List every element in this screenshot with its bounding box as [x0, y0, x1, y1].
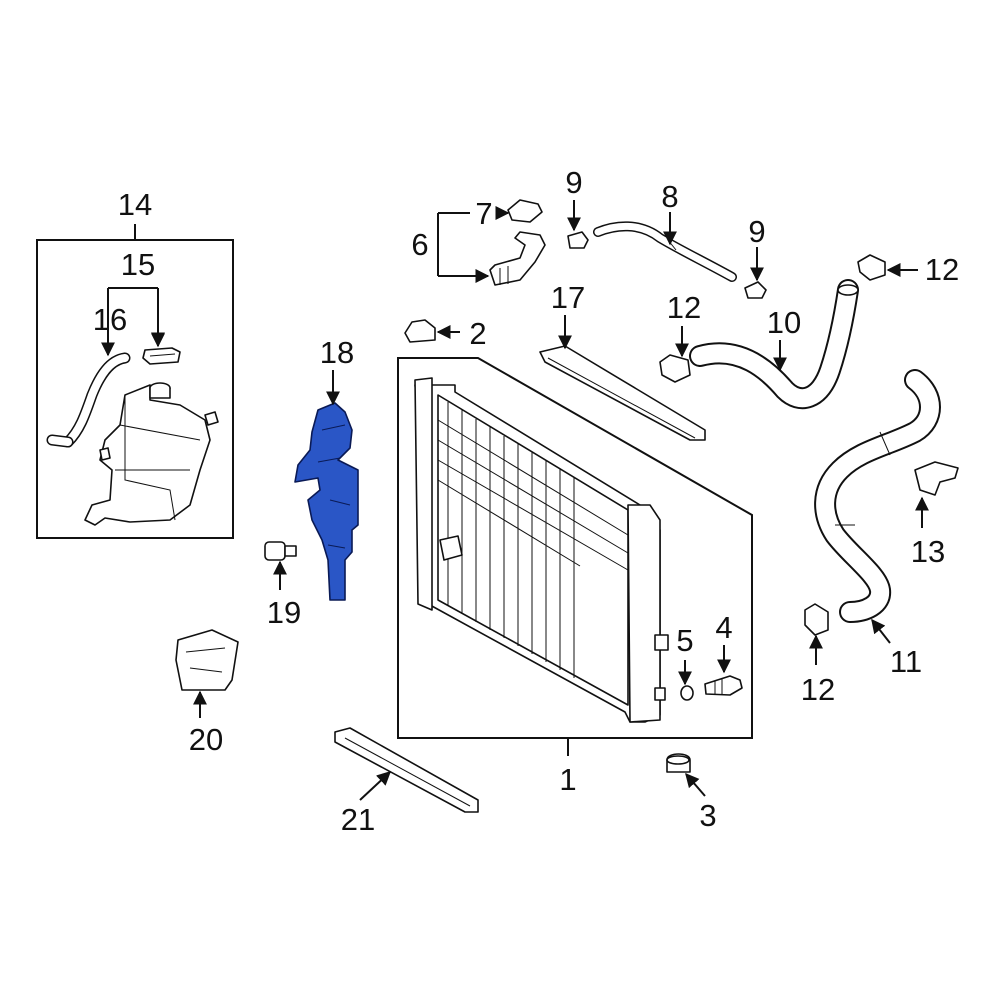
- callout-2: 2: [469, 316, 486, 351]
- radiator-cap[interactable]: [507, 199, 543, 223]
- callout-14: 14: [118, 187, 152, 222]
- hose-clamp-12-top[interactable]: [857, 254, 886, 281]
- drain-cock[interactable]: [704, 675, 743, 696]
- callout-17: 17: [551, 280, 585, 315]
- filler-neck[interactable]: [489, 231, 546, 286]
- callout-1: 1: [559, 762, 576, 797]
- hose-clamp-upper[interactable]: [567, 231, 589, 249]
- callout-7: 7: [475, 196, 492, 231]
- callout-9-top: 9: [565, 165, 582, 200]
- reservoir-tank[interactable]: [84, 382, 219, 526]
- o-ring[interactable]: [680, 685, 694, 701]
- reservoir-hose[interactable]: [46, 352, 131, 448]
- callout-19: 19: [267, 595, 301, 630]
- callout-12-bottom: 12: [801, 672, 835, 707]
- radiator-fins: [437, 402, 629, 678]
- callout-12-mid: 12: [667, 290, 701, 325]
- leader-lines: [101, 200, 929, 801]
- callout-10: 10: [767, 305, 801, 340]
- callout-3: 3: [699, 798, 716, 833]
- callout-15: 15: [121, 247, 155, 282]
- callout-20: 20: [189, 722, 223, 757]
- callout-4: 4: [715, 610, 732, 645]
- hose-clamp-12-mid[interactable]: [659, 354, 691, 383]
- radiator-group-box: [397, 357, 753, 739]
- hose-bracket[interactable]: [914, 461, 959, 496]
- callout-12-top: 12: [925, 252, 959, 287]
- side-deflector[interactable]: [175, 629, 239, 691]
- bypass-hose[interactable]: [593, 221, 737, 282]
- upper-radiator-hose[interactable]: [689, 279, 859, 410]
- callout-6: 6: [411, 227, 428, 262]
- callout-9-right: 9: [748, 214, 765, 249]
- radiator[interactable]: [414, 377, 669, 723]
- hose-clamp-12-bottom[interactable]: [804, 603, 829, 636]
- mount-cushion-upper[interactable]: [404, 319, 436, 343]
- reservoir-cap[interactable]: [142, 347, 181, 365]
- callout-21: 21: [341, 802, 375, 837]
- callout-8: 8: [661, 179, 678, 214]
- mount-cushion-lower[interactable]: [666, 753, 691, 773]
- callout-11: 11: [890, 644, 922, 679]
- callout-labels: 14 15 16 18 19 20 21 1 2 3 4 5 6 7 8 9 9…: [93, 165, 959, 837]
- push-clip[interactable]: [264, 541, 297, 561]
- callout-5: 5: [676, 623, 693, 658]
- callout-16: 16: [93, 302, 127, 337]
- hose-clamp-right[interactable]: [744, 281, 767, 299]
- lower-radiator-hose[interactable]: [814, 369, 941, 623]
- air-guide-highlighted[interactable]: [294, 402, 359, 601]
- callout-13: 13: [911, 534, 945, 569]
- callout-18: 18: [320, 335, 354, 370]
- lower-support-bracket[interactable]: [334, 727, 479, 813]
